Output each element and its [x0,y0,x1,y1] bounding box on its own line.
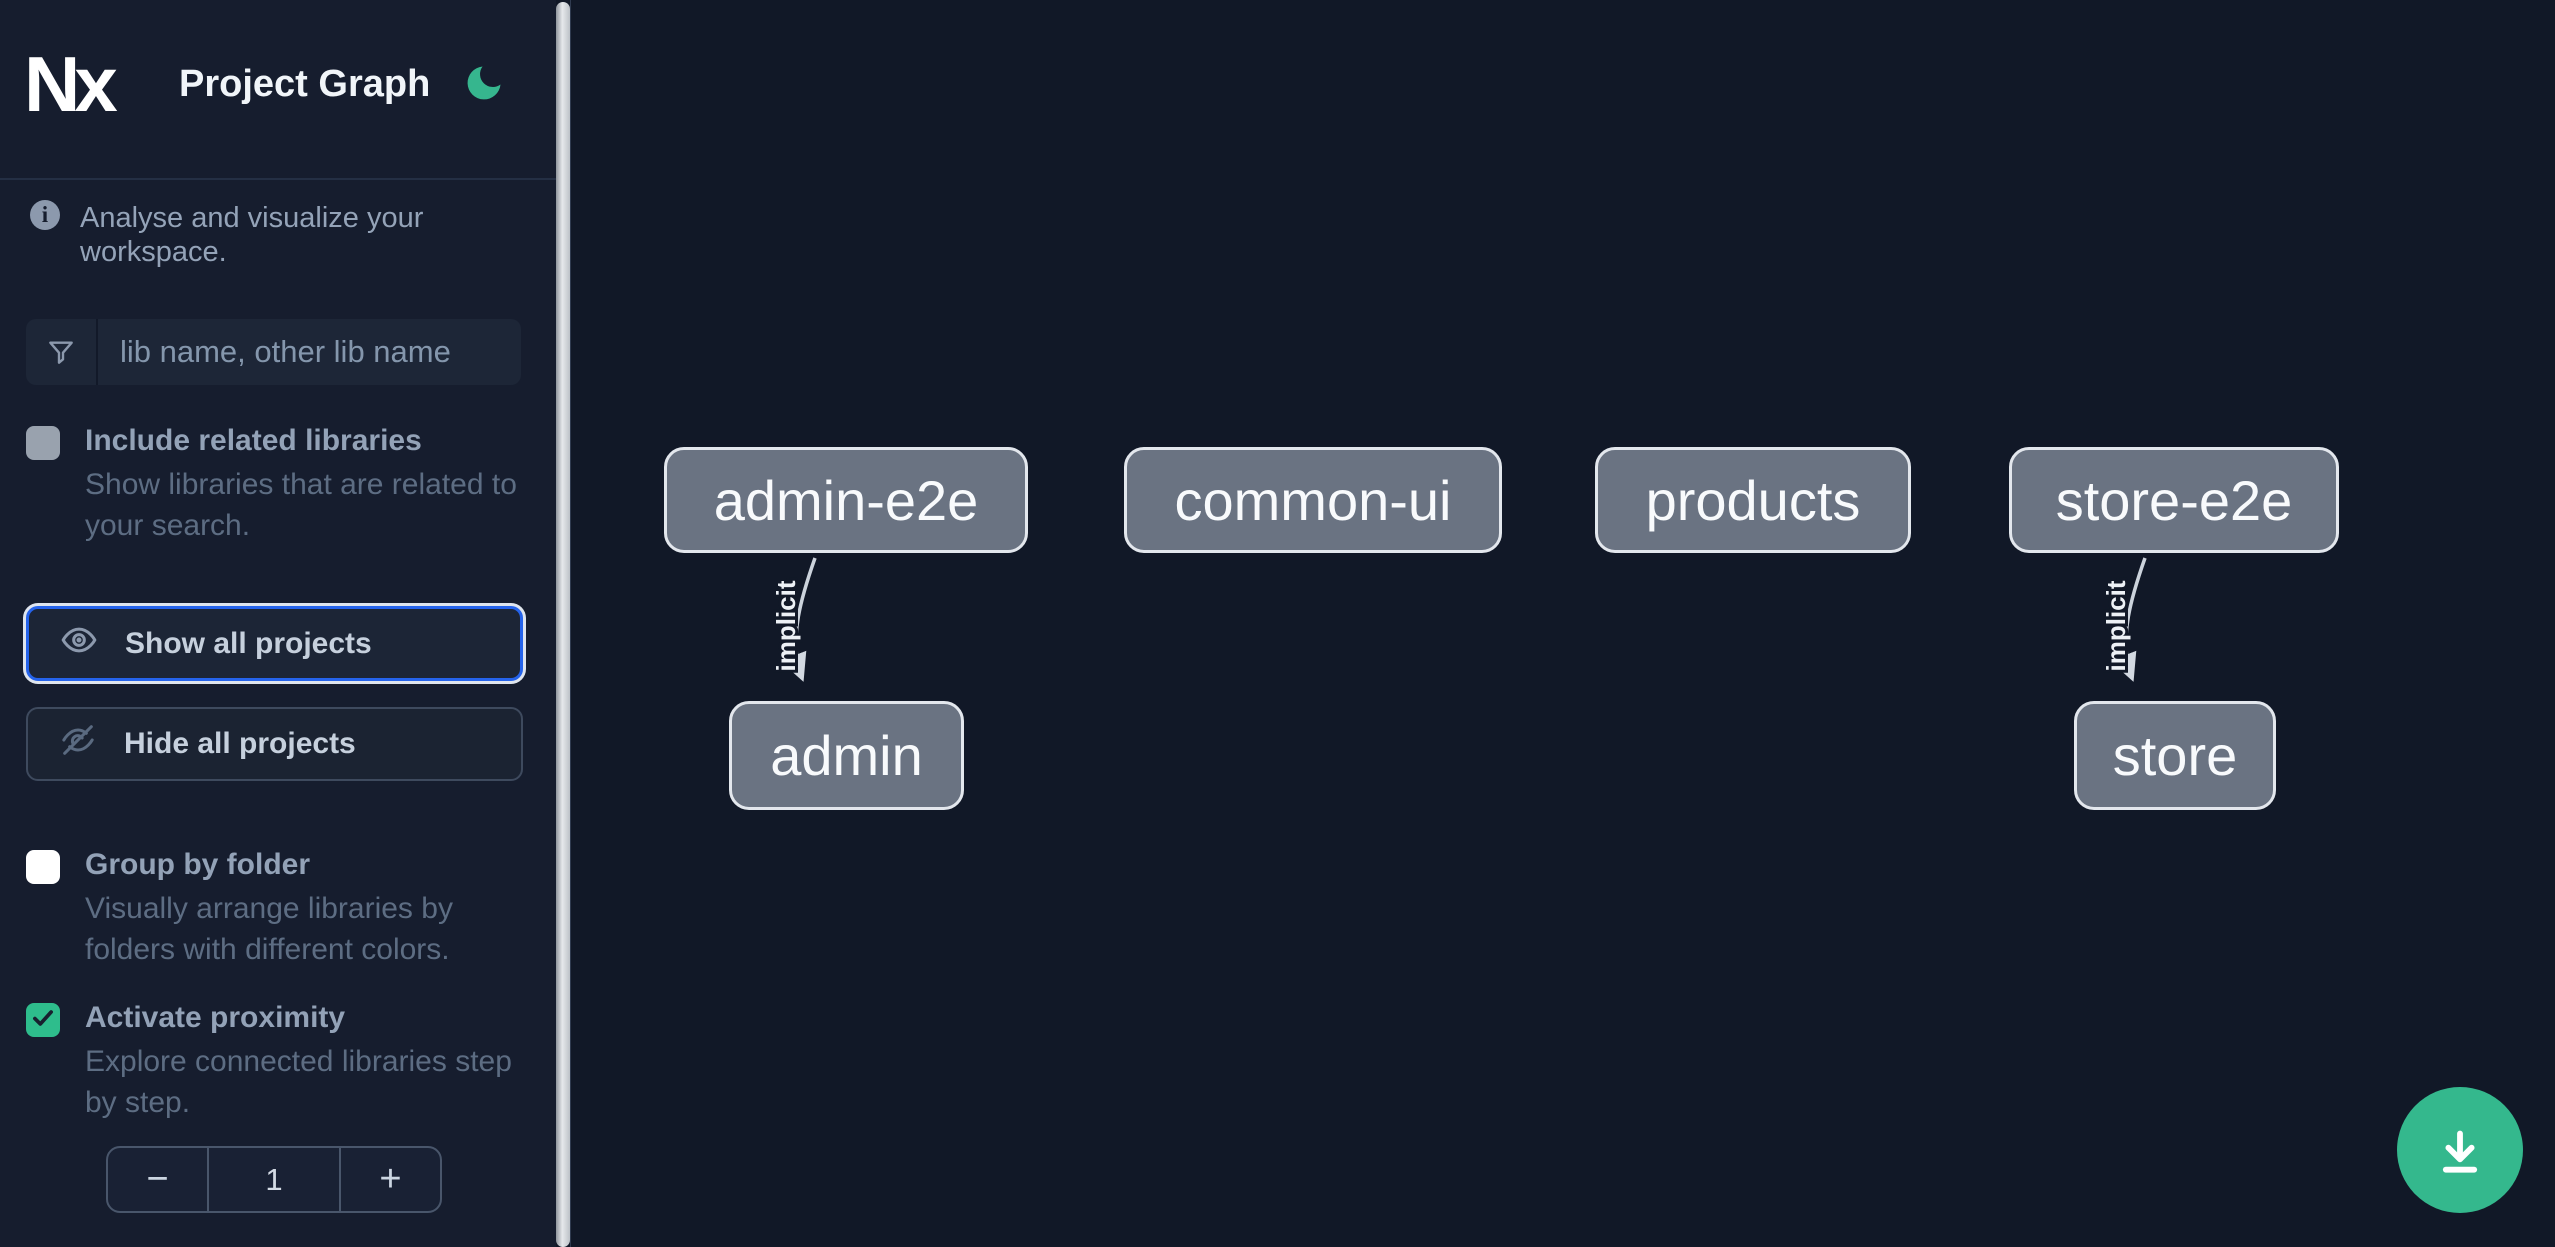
project-node-store[interactable]: store [2074,701,2276,810]
graph-canvas[interactable]: implicit implicit admin-e2e common-ui pr… [570,0,2555,1247]
include-related-checkbox[interactable] [26,426,60,460]
show-all-projects-label: Show all projects [125,626,372,660]
group-by-folder-label: Group by folder [85,848,310,881]
download-icon [2429,1118,2491,1183]
hide-all-projects-button[interactable]: Hide all projects [26,707,523,781]
project-node-products[interactable]: products [1595,447,1911,553]
group-by-folder-option: Group by folder Visually arrange librari… [26,847,526,970]
search-input[interactable] [98,319,521,385]
edge-admin-e2e-to-admin: implicit [768,557,817,682]
workspace-tagline-row: i Analyse and visualize your workspace. [30,200,556,269]
filter-searchbox [26,319,521,385]
download-image-button[interactable] [2397,1087,2523,1213]
nx-logo: Nx [24,40,118,128]
group-by-folder-checkbox[interactable] [26,850,60,884]
theme-toggle-button[interactable] [458,58,510,110]
include-related-label: Include related libraries [85,424,422,457]
page-title: Project Graph [179,63,431,105]
edge-label: implicit [2101,580,2131,671]
activate-proximity-description: Explore connected libraries step by step… [85,1045,512,1119]
proximity-depth-value: 1 [207,1148,341,1211]
tagline-text: Analyse and visualize your workspace. [80,202,424,268]
eye-slash-icon [58,720,98,768]
sidebar-scrollbar[interactable] [556,2,570,1247]
edge-layer: implicit implicit [768,557,2147,682]
edge-label: implicit [771,580,801,671]
activate-proximity-checkbox[interactable] [26,1003,60,1037]
header-divider [0,178,556,180]
include-related-option: Include related libraries Show libraries… [26,423,526,546]
decrement-button[interactable]: − [108,1148,207,1211]
increment-button[interactable]: + [341,1148,440,1211]
activate-proximity-option: Activate proximity Explore connected lib… [26,1000,526,1123]
hide-all-projects-label: Hide all projects [124,727,356,760]
project-node-admin[interactable]: admin [729,701,964,810]
show-all-projects-button[interactable]: Show all projects [26,606,523,681]
info-icon: i [30,200,60,230]
project-node-admin-e2e[interactable]: admin-e2e [664,447,1028,553]
check-icon [30,1005,56,1036]
activate-proximity-label: Activate proximity [85,1001,346,1034]
project-node-store-e2e[interactable]: store-e2e [2009,447,2339,553]
eye-icon [59,620,99,668]
include-related-description: Show libraries that are related to your … [85,468,517,542]
sidebar: Nx Project Graph i Analyse and visualize… [0,0,556,1247]
proximity-depth-stepper: − 1 + [106,1146,442,1213]
project-node-common-ui[interactable]: common-ui [1124,447,1502,553]
group-by-folder-description: Visually arrange libraries by folders wi… [85,892,453,966]
edge-store-e2e-to-store: implicit [2098,557,2147,682]
funnel-icon [26,319,98,385]
moon-icon [462,61,506,108]
